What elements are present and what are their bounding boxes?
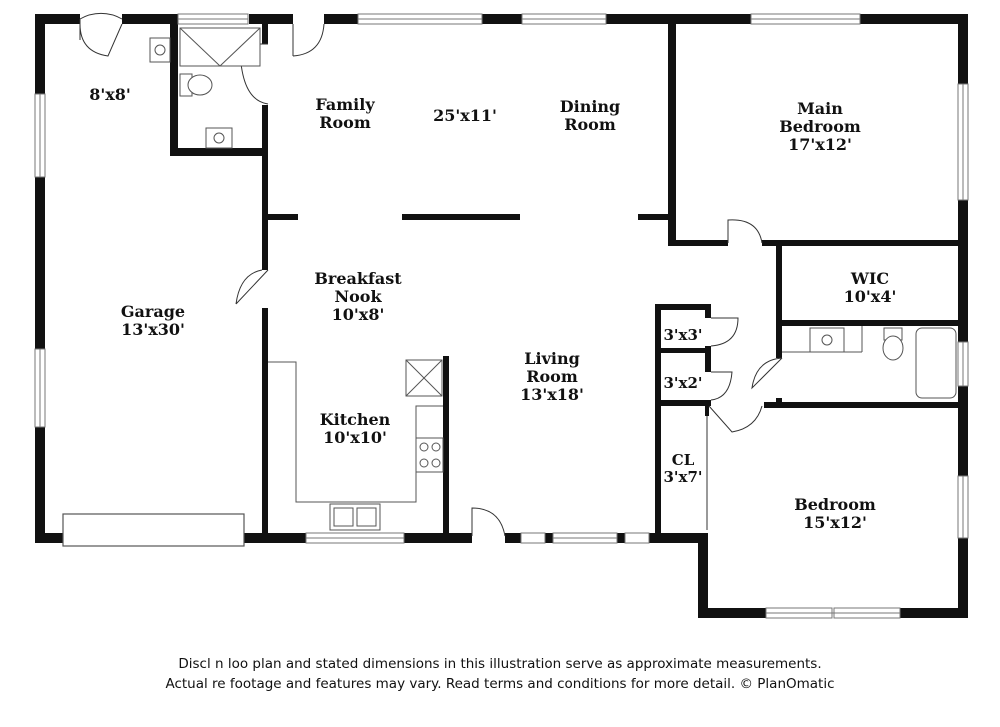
storage-size: 8'x8'	[89, 85, 131, 104]
interior-walls	[170, 14, 958, 536]
garage-door	[62, 513, 245, 547]
bedroom-size: 15'x12'	[803, 513, 867, 532]
exterior-walls	[35, 14, 968, 618]
wic-label: WIC 10'x4'	[825, 270, 915, 306]
living-room-name-1: Living	[524, 349, 580, 368]
breakfast-nook-name-1: Breakfast	[314, 269, 402, 288]
main-bedroom-name-2: Bedroom	[779, 117, 861, 136]
garage-label: Garage 13'x30'	[103, 303, 203, 339]
disclaimer: Discl n loo plan and stated dimensions i…	[0, 654, 1000, 694]
bedroom-label: Bedroom 15'x12'	[775, 496, 895, 532]
dining-room-name-2: Room	[564, 115, 616, 134]
kitchen-label: Kitchen 10'x10'	[305, 411, 405, 447]
storage-label: 8'x8'	[80, 86, 140, 104]
main-bedroom-name-1: Main	[797, 99, 843, 118]
bedroom-name: Bedroom	[794, 495, 876, 514]
bathtub-icon	[915, 327, 957, 399]
closet-cl-label: CL 3'x7'	[658, 452, 708, 486]
closet-b-size: 3'x2'	[663, 374, 703, 392]
doors	[79, 12, 783, 537]
kitchen-counter	[268, 361, 443, 503]
main-bedroom-size: 17'x12'	[788, 135, 852, 154]
closet-b-label: 3'x2'	[658, 375, 708, 392]
fixtures	[149, 27, 957, 531]
garage-name: Garage	[120, 302, 186, 321]
closet-cl-size: 3'x7'	[663, 468, 703, 486]
closet-a-size: 3'x3'	[663, 326, 703, 344]
disclaimer-line-2: Actual re footage and features may vary.…	[165, 676, 835, 692]
family-room-label: Family Room	[300, 96, 390, 132]
closet-cl-name: CL	[671, 451, 695, 469]
family-dining-size: 25'x11'	[420, 107, 510, 125]
kitchen-size: 10'x10'	[323, 428, 387, 447]
dining-room-name-1: Dining	[559, 97, 621, 116]
family-dining-size-text: 25'x11'	[433, 106, 497, 125]
disclaimer-line-1: Discl n loo plan and stated dimensions i…	[178, 656, 822, 672]
breakfast-nook-label: Breakfast Nook 10'x8'	[298, 270, 418, 324]
family-room-name-2: Room	[319, 113, 371, 132]
windows	[34, 13, 969, 619]
main-bedroom-label: Main Bedroom 17'x12'	[760, 100, 880, 154]
garage-size: 13'x30'	[121, 320, 185, 339]
wic-size: 10'x4'	[843, 287, 897, 306]
wic-name: WIC	[850, 269, 890, 288]
kitchen-name: Kitchen	[319, 410, 391, 429]
family-room-name-1: Family	[315, 95, 375, 114]
shower-icon	[179, 27, 261, 67]
living-room-label: Living Room 13'x18'	[502, 350, 602, 404]
dining-room-label: Dining Room	[545, 98, 635, 134]
breakfast-nook-size: 10'x8'	[331, 305, 385, 324]
living-room-name-2: Room	[526, 367, 578, 386]
closet-a-label: 3'x3'	[658, 327, 708, 344]
living-room-size: 13'x18'	[520, 385, 584, 404]
stove-icon	[415, 437, 444, 473]
breakfast-nook-name-2: Nook	[334, 287, 382, 306]
